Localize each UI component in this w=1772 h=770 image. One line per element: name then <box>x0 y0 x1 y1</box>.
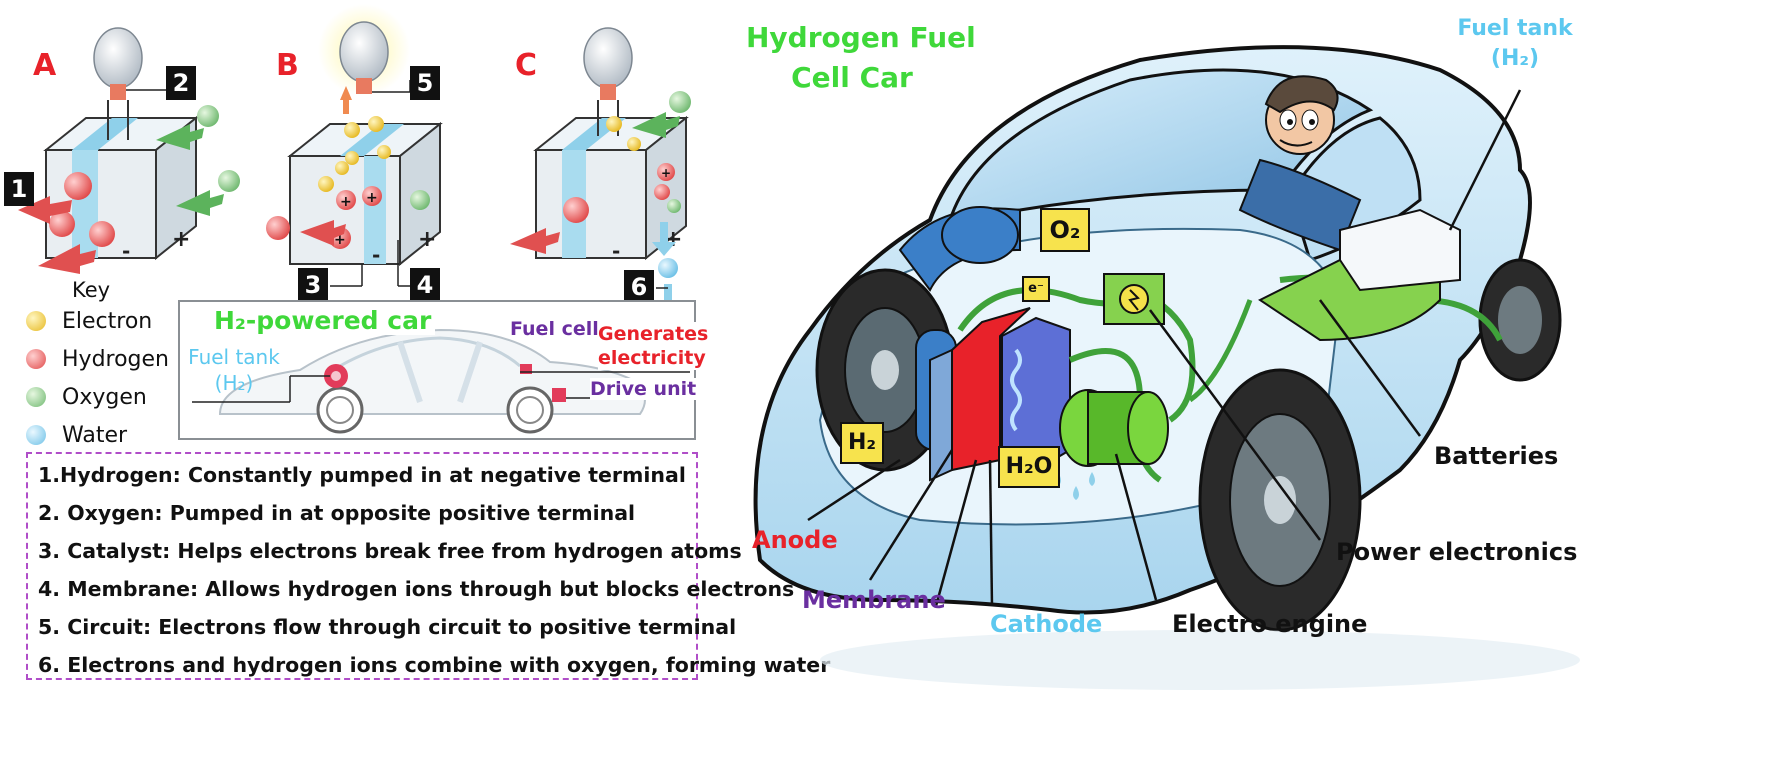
key-title: Key <box>72 278 111 302</box>
step-2-text: 2. Oxygen: Pumped in at opposite positiv… <box>38 501 636 525</box>
cell-a: + - <box>18 27 240 274</box>
key-label-water: Water <box>62 422 128 448</box>
key-label-electron: Electron <box>62 308 153 334</box>
hydrogen-dot-icon <box>26 349 46 369</box>
big-car-fuel-tank-sub: (H₂) <box>1490 46 1540 71</box>
panel-label-c: C <box>515 48 538 83</box>
small-car-generates-label: Generates electricity <box>598 322 709 370</box>
key-item-hydrogen: Hydrogen <box>26 342 186 376</box>
step-4-text: 4. Membrane: Allows hydrogen ions throug… <box>38 577 795 601</box>
small-car-drive-unit-label: Drive unit <box>590 378 697 400</box>
power-electronics-label: Power electronics <box>1336 538 1578 566</box>
step-6-text: 6. Electrons and hydrogen ions combine w… <box>38 653 831 677</box>
svg-text:+: + <box>340 194 352 210</box>
anode-label: Anode <box>752 526 838 554</box>
fuel-cell-illustrations: + - + + + + <box>18 4 691 300</box>
panel-label-a: A <box>33 48 57 83</box>
hydrogen-car-drawing <box>753 45 1580 690</box>
step-number-5: 5 <box>410 66 440 100</box>
key-item-water: Water <box>26 418 186 452</box>
small-car-fuel-tank-sub: (H₂) <box>214 371 254 395</box>
oxygen-dot-icon <box>26 387 46 407</box>
svg-text:+: + <box>366 190 378 206</box>
svg-text:-: - <box>122 239 130 263</box>
membrane-label: Membrane <box>802 586 946 614</box>
svg-text:+: + <box>172 227 190 252</box>
steps-box: 1.Hydrogen: Constantly pumped in at nega… <box>26 452 830 680</box>
big-car-fuel-tank-label: Fuel tank (H₂) <box>1440 14 1590 74</box>
step-number-2: 2 <box>166 66 196 100</box>
key-item-oxygen: Oxygen <box>26 380 186 414</box>
step-1-text: 1.Hydrogen: Constantly pumped in at nega… <box>38 463 686 487</box>
step-number-1: 1 <box>4 172 34 206</box>
small-car-title: H₂-powered car <box>210 306 436 335</box>
big-car-title: Hydrogen Fuel Cell Car <box>746 18 976 98</box>
step-5-text: 5. Circuit: Electrons flow through circu… <box>38 615 737 639</box>
electron-dot-icon <box>26 311 46 331</box>
small-car-generates-text: Generates <box>598 323 709 345</box>
svg-text:+: + <box>661 166 671 180</box>
water-dot-icon <box>26 425 46 445</box>
small-car-fuel-tank-text: Fuel tank <box>188 345 280 369</box>
small-car-drawing <box>192 328 690 434</box>
cathode-label: Cathode <box>990 610 1103 638</box>
key-label-oxygen: Oxygen <box>62 384 147 410</box>
small-car-fuel-cell-label: Fuel cell <box>510 318 599 340</box>
svg-text:+: + <box>334 232 346 248</box>
cell-b: + + + + - <box>266 4 443 287</box>
panel-label-b: B <box>276 48 299 83</box>
big-car-title-line1: Hydrogen Fuel <box>746 21 976 54</box>
electro-engine-label: Electro engine <box>1172 610 1368 638</box>
big-car-title-line2: Cell Car <box>791 61 913 94</box>
h2-car-box: H₂-powered car Fuel tank (H₂) Fuel cell … <box>178 300 709 440</box>
o2-label: O₂ <box>1040 208 1090 252</box>
key-legend: Key Electron Hydrogen Oxygen Water <box>26 278 186 452</box>
cell-c: + + - <box>510 27 691 300</box>
svg-text:-: - <box>612 239 620 263</box>
step-3-text: 3. Catalyst: Helps electrons break free … <box>38 539 742 563</box>
svg-text:-: - <box>372 243 380 267</box>
step-number-3: 3 <box>298 268 328 302</box>
electron-label: e⁻ <box>1022 276 1050 302</box>
small-car-electricity-text: electricity <box>598 347 706 369</box>
key-label-hydrogen: Hydrogen <box>62 346 169 372</box>
batteries-label: Batteries <box>1434 442 1559 470</box>
svg-text:+: + <box>418 227 436 252</box>
h2-label: H₂ <box>840 422 884 464</box>
step-number-4: 4 <box>410 268 440 302</box>
big-car-fuel-tank-text: Fuel tank <box>1457 16 1573 41</box>
key-item-electron: Electron <box>26 304 186 338</box>
step-number-6: 6 <box>624 270 654 304</box>
h2o-label: H₂O <box>998 446 1060 488</box>
small-car-fuel-tank-label: Fuel tank (H₂) <box>184 344 284 396</box>
